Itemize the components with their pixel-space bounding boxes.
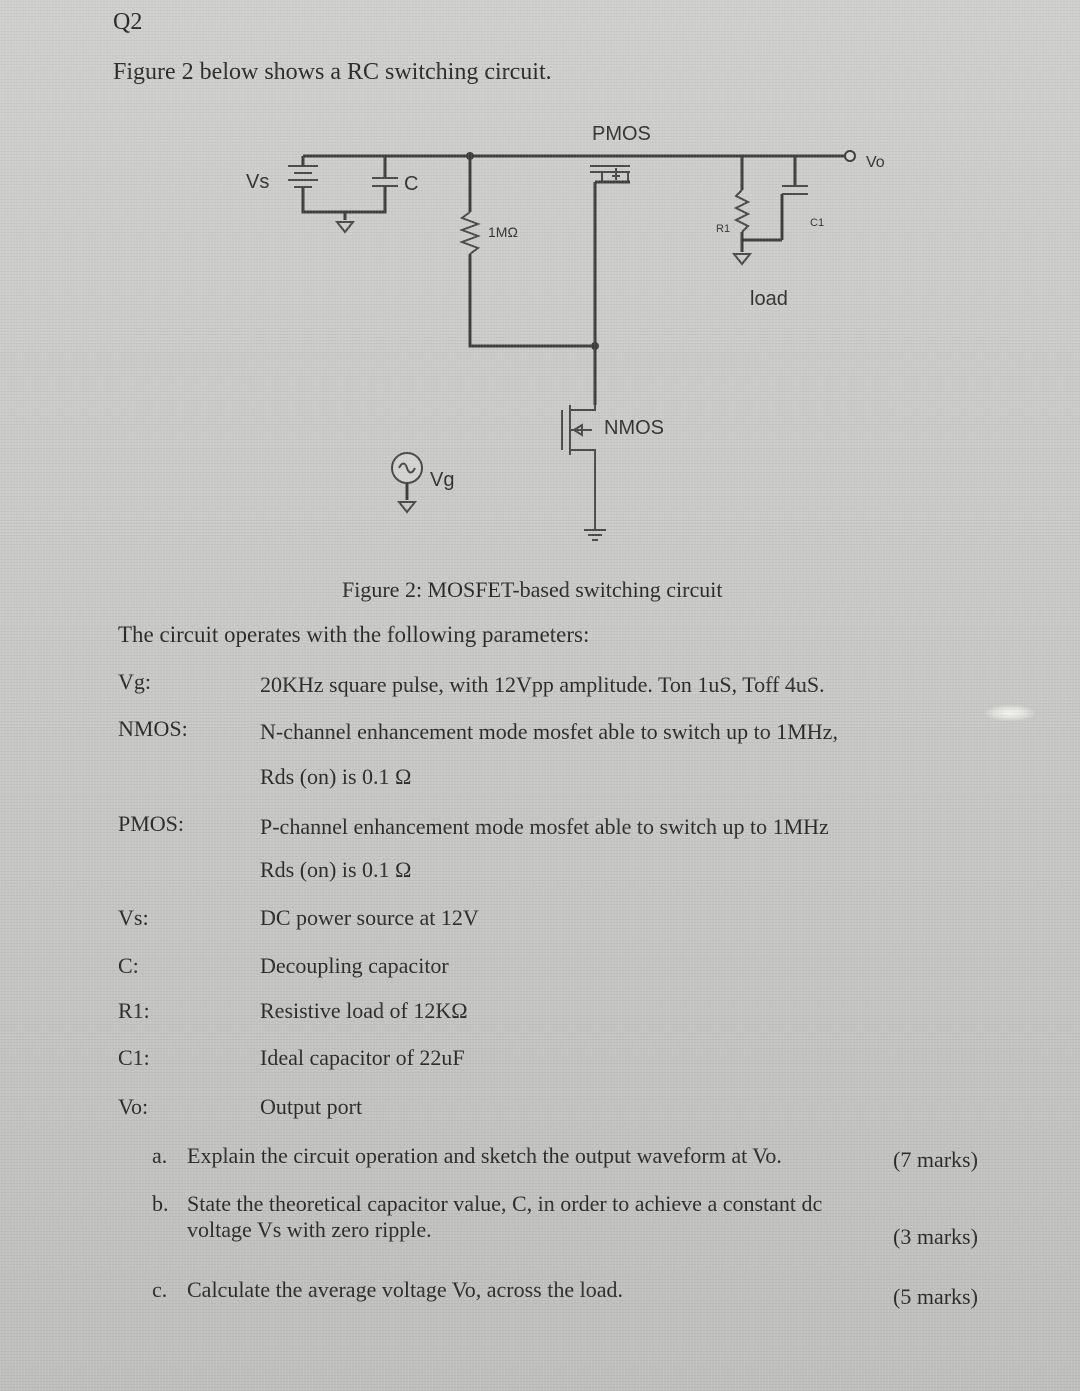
subquestion-c-text: Calculate the average voltage Vo, across… bbox=[187, 1277, 623, 1302]
param-value-vs: DC power source at 12V bbox=[260, 905, 479, 930]
vs-label: Vs bbox=[246, 171, 269, 193]
param-label-nmos: NMOS: bbox=[118, 716, 188, 741]
param-label-vo: Vo: bbox=[118, 1094, 149, 1119]
vg-source-symbol bbox=[391, 452, 423, 514]
vs-battery-symbol bbox=[288, 156, 356, 234]
subquestion-b-text-line2: voltage Vs with zero ripple. bbox=[187, 1217, 432, 1242]
subquestion-c-letter: c. bbox=[152, 1277, 168, 1302]
vg-label: Vg bbox=[430, 469, 454, 491]
param-label-c: C: bbox=[118, 953, 139, 978]
subquestion-b-marks: (3 marks) bbox=[893, 1224, 978, 1249]
capacitor-c-symbol bbox=[345, 156, 398, 214]
resistor-1mohm-symbol bbox=[459, 156, 595, 348]
param-value-vo: Output port bbox=[260, 1094, 363, 1119]
parameters-lead: The circuit operates with the following … bbox=[118, 622, 590, 647]
param-label-pmos: PMOS: bbox=[118, 811, 185, 836]
param-label-c1: C1: bbox=[118, 1045, 150, 1070]
subquestion-b-letter: b. bbox=[152, 1191, 169, 1216]
pmos-label: PMOS bbox=[592, 123, 651, 145]
param-value-nmos-line1: N-channel enhancement mode mosfet able t… bbox=[260, 719, 838, 744]
nmos-label: NMOS bbox=[604, 417, 664, 439]
nmos-symbol bbox=[561, 342, 606, 541]
subquestion-a-marks: (7 marks) bbox=[893, 1147, 978, 1172]
circuit-diagram: PMOS Vo Vs C 1MΩ R1 C1 load NMOS Vg bbox=[246, 123, 885, 541]
c-label: C bbox=[404, 173, 418, 195]
subquestion-a-letter: a. bbox=[152, 1143, 168, 1168]
r1-resistor-symbol bbox=[731, 156, 782, 266]
param-label-vg: Vg: bbox=[118, 669, 151, 694]
subquestion-c-marks: (5 marks) bbox=[893, 1284, 978, 1309]
question-number: Q2 bbox=[113, 9, 143, 35]
param-value-r1: Resistive load of 12KΩ bbox=[260, 998, 468, 1023]
param-value-c: Decoupling capacitor bbox=[260, 953, 449, 978]
subquestion-b-text-line1: State the theoretical capacitor value, C… bbox=[187, 1191, 823, 1216]
c1-label: C1 bbox=[810, 217, 824, 229]
load-label: load bbox=[750, 288, 788, 310]
param-value-pmos-line1: P-channel enhancement mode mosfet able t… bbox=[260, 814, 829, 839]
resistor-label: 1MΩ bbox=[488, 224, 518, 240]
vo-label: Vo bbox=[866, 154, 885, 171]
subquestion-a-text: Explain the circuit operation and sketch… bbox=[187, 1143, 782, 1168]
param-value-nmos-line2: Rds (on) is 0.1 Ω bbox=[260, 764, 412, 789]
c1-capacitor-symbol bbox=[780, 156, 808, 240]
question-intro: Figure 2 below shows a RC switching circ… bbox=[113, 59, 552, 85]
param-label-r1: R1: bbox=[118, 998, 150, 1023]
param-label-vs: Vs: bbox=[118, 905, 149, 930]
vo-terminal bbox=[844, 150, 856, 162]
figure-caption: Figure 2: MOSFET-based switching circuit bbox=[342, 577, 723, 602]
r1-label: R1 bbox=[716, 223, 730, 235]
screen-glare bbox=[985, 705, 1035, 721]
param-value-c1: Ideal capacitor of 22uF bbox=[260, 1045, 465, 1070]
param-value-vg: 20KHz square pulse, with 12Vpp amplitude… bbox=[260, 672, 825, 697]
param-value-pmos-line2: Rds (on) is 0.1 Ω bbox=[260, 857, 412, 882]
